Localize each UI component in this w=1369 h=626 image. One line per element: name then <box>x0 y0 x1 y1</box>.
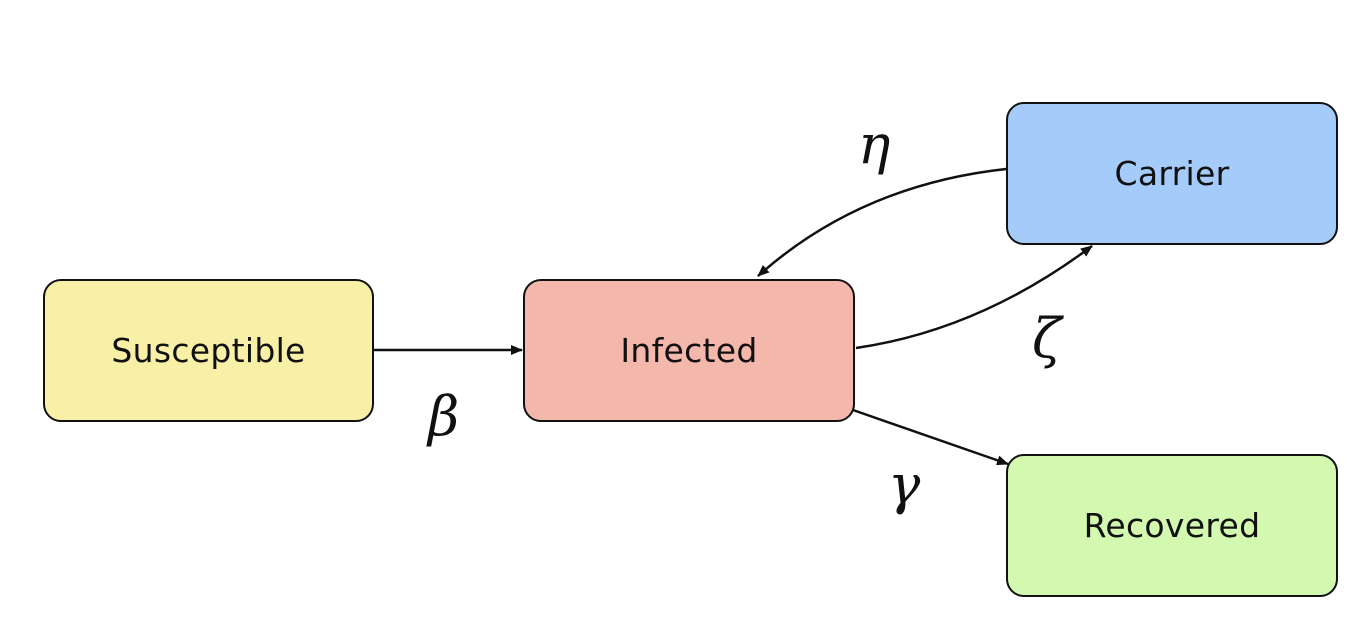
node-susceptible-label: Susceptible <box>111 331 306 370</box>
rate-gamma-label: γ <box>888 453 921 516</box>
rate-eta-label: η <box>858 113 891 176</box>
node-carrier-label: Carrier <box>1114 154 1230 193</box>
rate-zeta-label: ζ <box>1032 307 1062 370</box>
node-carrier: Carrier <box>1006 102 1338 245</box>
rate-beta-label: β <box>428 385 460 448</box>
node-infected: Infected <box>523 279 855 422</box>
edge-infected-to-recovered <box>852 408 1009 466</box>
node-recovered: Recovered <box>1006 454 1338 597</box>
node-recovered-label: Recovered <box>1083 506 1261 545</box>
edge-carrier-to-infected <box>757 167 1007 277</box>
node-infected-label: Infected <box>620 331 758 370</box>
edge-infected-to-carrier <box>855 244 1093 350</box>
node-susceptible: Susceptible <box>43 279 374 422</box>
